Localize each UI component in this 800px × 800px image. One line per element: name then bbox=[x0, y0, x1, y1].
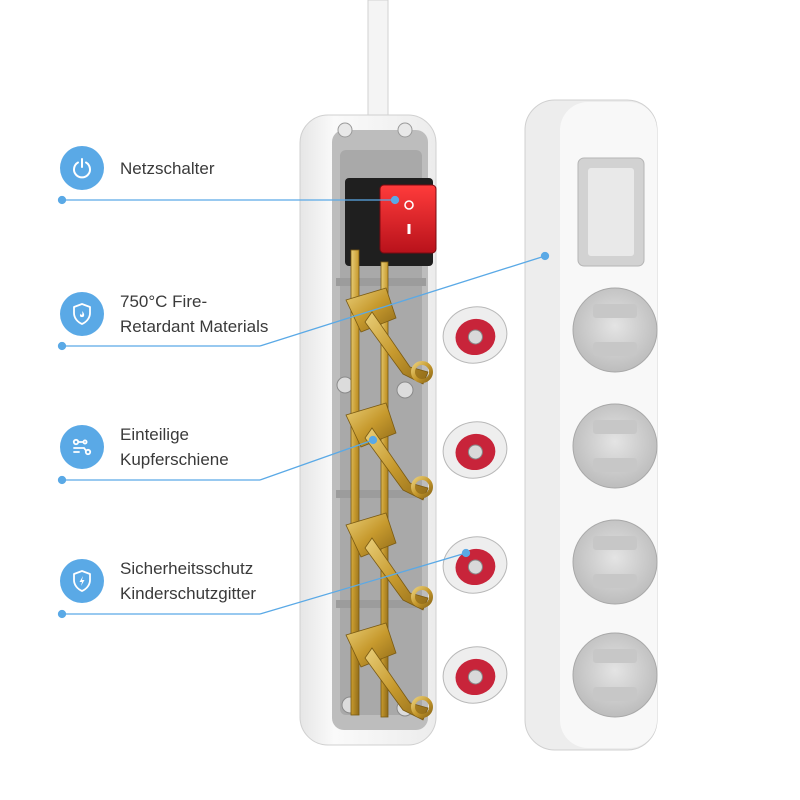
child-safety-shutters bbox=[442, 306, 508, 704]
shield-bolt-icon bbox=[60, 559, 104, 603]
circuit-icon bbox=[60, 425, 104, 469]
shield-flame-icon bbox=[60, 292, 104, 336]
feature-label: Einteilige Kupferschiene bbox=[120, 422, 229, 472]
callout-lines bbox=[57, 195, 550, 619]
copper-rails bbox=[345, 249, 433, 721]
feature-label-line: 750°C Fire- bbox=[120, 292, 208, 311]
feature-label-line: Retardant Materials bbox=[120, 317, 269, 336]
feature-label-line: Netzschalter bbox=[120, 158, 215, 178]
feature-label-line: Kupferschiene bbox=[120, 450, 229, 469]
feature-label: Netzschalter bbox=[120, 156, 214, 181]
feature-child-protection: Sicherheitsschutz Kinderschutzgitter bbox=[60, 556, 256, 606]
feature-fire-retardant: 750°C Fire- Retardant Materials bbox=[60, 289, 268, 339]
feature-label-line: Sicherheitsschutz bbox=[120, 559, 254, 578]
feature-label-line: Kinderschutzgitter bbox=[120, 584, 257, 603]
feature-copper-rail: Einteilige Kupferschiene bbox=[60, 422, 229, 472]
socket-outlets bbox=[572, 287, 658, 718]
feature-label-line: Einteilige bbox=[120, 425, 189, 444]
feature-power-switch: Netzschalter bbox=[60, 146, 214, 190]
feature-label: 750°C Fire- Retardant Materials bbox=[120, 289, 268, 339]
power-icon bbox=[60, 146, 104, 190]
feature-label: Sicherheitsschutz Kinderschutzgitter bbox=[120, 556, 256, 606]
